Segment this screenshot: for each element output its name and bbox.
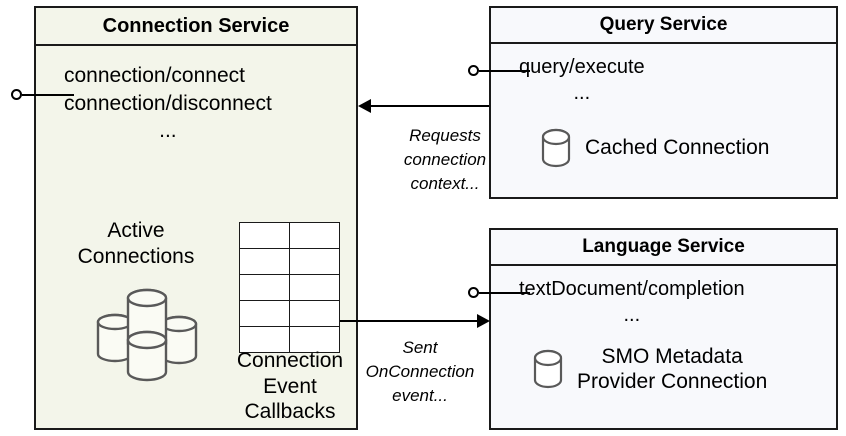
table-cell <box>239 274 290 301</box>
table-cell <box>289 248 340 275</box>
interface-stem <box>479 70 530 72</box>
active-connections-label-line1: Active <box>107 219 165 242</box>
language-service-operations-ellipsis: ... <box>623 304 641 327</box>
table-row <box>239 300 340 327</box>
connection-service-operations-ellipsis: ... <box>159 119 177 143</box>
table-cell <box>289 222 340 249</box>
smo-metadata-provider-label: SMO Metadata Provider Connection <box>577 344 767 394</box>
component-language-service[interactable]: Language Service textDocument/completion… <box>489 228 838 430</box>
arrow-label-line3: context... <box>410 174 480 194</box>
component-query-service[interactable]: Query Service query/execute ... Cached C… <box>489 6 838 199</box>
arrow-label-line3: event... <box>392 386 448 406</box>
interface-ball-icon <box>11 89 22 100</box>
connection-service-body: connection/connect connection/disconnect… <box>36 46 356 428</box>
operation-textdocument-completion: textDocument/completion <box>519 278 745 300</box>
table-cell <box>239 222 290 249</box>
component-connection-service[interactable]: Connection Service connection/connect co… <box>34 6 358 430</box>
arrow-label-line2: connection <box>403 150 487 170</box>
table-cell <box>239 248 290 275</box>
table-cell <box>239 326 290 353</box>
connection-service-title: Connection Service <box>36 8 356 46</box>
table-row <box>239 326 340 353</box>
arrow-label-line1: Requests <box>409 126 481 145</box>
database-cylinder-icon <box>539 126 573 170</box>
arrow-label-line1: Sent <box>402 338 438 357</box>
interface-ball-icon <box>468 65 479 76</box>
query-to-connection-arrow-label: Requests connection context... <box>370 124 520 196</box>
query-service-body: query/execute ... Cached Connection <box>491 44 836 197</box>
language-service-operations: textDocument/completion ... <box>519 276 745 329</box>
active-connections-label-line2: Connections <box>77 244 195 268</box>
database-cylinder-icon <box>531 347 565 391</box>
language-service-title: Language Service <box>491 230 836 266</box>
query-service-operations: query/execute ... <box>519 54 645 107</box>
table-row <box>239 222 340 249</box>
callbacks-label-line2: Event <box>263 374 317 398</box>
callbacks-label-line1: Connection <box>236 349 344 372</box>
table-cell <box>289 326 340 353</box>
connection-event-callbacks-label: Connection Event Callbacks <box>222 348 358 425</box>
smo-metadata-provider-label-line1: SMO Metadata <box>601 345 743 368</box>
connection-event-callbacks-table <box>239 222 340 353</box>
table-cell <box>289 274 340 301</box>
arrow-head-right-icon <box>477 314 490 328</box>
table-cell <box>239 300 290 327</box>
database-cluster-icon <box>88 284 208 386</box>
cached-connection-label: Cached Connection <box>585 136 770 160</box>
table-row <box>239 274 340 301</box>
arrow-head-left-icon <box>358 99 371 113</box>
smo-metadata-provider-label-line2: Provider Connection <box>577 370 768 394</box>
cached-connection-row: Cached Connection <box>539 126 769 170</box>
language-service-body: textDocument/completion ... SMO Metadata… <box>491 266 836 428</box>
active-connections-label: Active Connections <box>58 218 214 269</box>
table-cell <box>289 300 340 327</box>
query-service-title: Query Service <box>491 8 836 44</box>
table-row <box>239 248 340 275</box>
operation-connection-disconnect: connection/disconnect <box>64 91 272 115</box>
operation-query-execute: query/execute <box>519 56 645 78</box>
arrow-label-line2: OnConnection <box>365 362 475 382</box>
interface-stem <box>479 292 530 294</box>
arrow-shaft <box>340 320 477 322</box>
smo-metadata-provider-row: SMO Metadata Provider Connection <box>531 344 767 394</box>
arrow-shaft <box>370 105 489 107</box>
connection-service-operations: connection/connect connection/disconnect… <box>64 62 272 145</box>
connection-to-language-arrow-label: Sent OnConnection event... <box>345 336 495 408</box>
interface-stem <box>22 94 74 96</box>
interface-ball-icon <box>468 287 479 298</box>
operation-connection-connect: connection/connect <box>64 64 245 87</box>
query-service-operations-ellipsis: ... <box>573 82 591 105</box>
callbacks-label-line3: Callbacks <box>244 400 336 424</box>
